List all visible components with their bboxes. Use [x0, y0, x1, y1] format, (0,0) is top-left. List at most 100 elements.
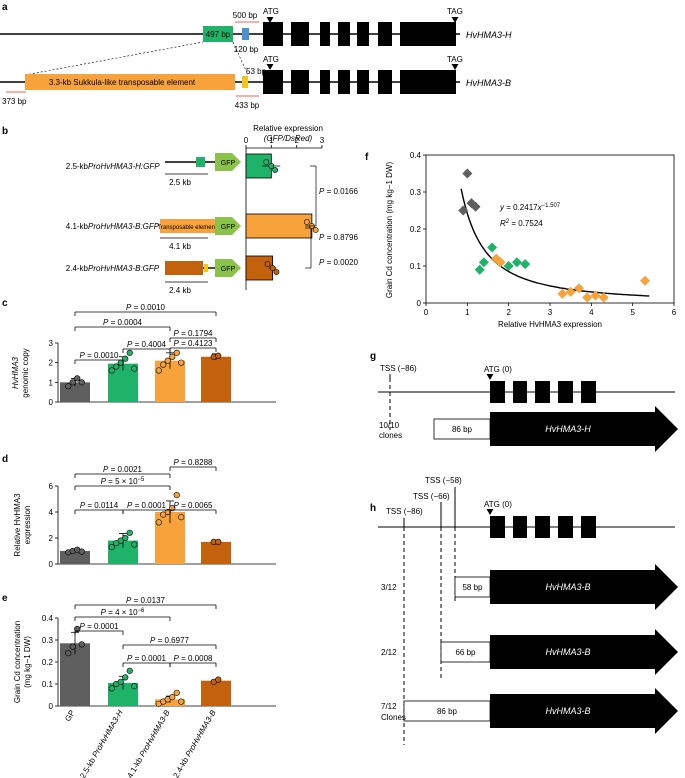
a-h-500-label: 500 bp — [233, 11, 258, 20]
b-point — [303, 219, 310, 225]
c-pval-1: P = 0.0004 — [103, 318, 142, 327]
b-c1-te-label: Transposable element — [157, 225, 216, 231]
a-b-te-label: 3.3-kb Sukkula-like transposable element — [49, 78, 196, 87]
e-point — [122, 674, 129, 681]
e-pval-2: P = 0.0001 — [80, 622, 119, 631]
e-point — [215, 676, 222, 683]
h-gene-label-1: HvHMA3-B — [545, 647, 590, 657]
c-tick-label: 2 — [49, 359, 54, 368]
panel-label-e: e — [2, 593, 8, 604]
d-point — [169, 505, 176, 512]
b-c0-box — [196, 157, 205, 167]
e-point — [131, 683, 138, 690]
d-point — [155, 519, 162, 526]
f-ylabel: Grain Cd concentration (mg kg−1 DW) — [385, 162, 394, 299]
d-tick-label: 0 — [49, 560, 54, 569]
b-point — [269, 265, 276, 271]
a-h-tag: TAG — [447, 7, 463, 16]
c-tick-label: 3 — [49, 339, 54, 348]
b-point — [263, 159, 270, 165]
b-point — [268, 163, 275, 169]
g-clones: 10/10 — [379, 421, 400, 430]
a-h-exon-4 — [357, 22, 369, 46]
c-point — [69, 379, 76, 386]
b-c1-te — [160, 219, 215, 233]
f-point — [557, 288, 568, 299]
a-h-atg: ATG — [263, 7, 279, 16]
d-tick-label: 2 — [49, 534, 54, 543]
f-xtick-label: 3 — [548, 308, 553, 317]
a-b-atg: ATG — [263, 55, 279, 64]
a-h-exon-0 — [263, 22, 283, 46]
a-b-exon-1 — [291, 70, 309, 94]
c-pval-3: P = 0.0010 — [80, 351, 119, 360]
f-point — [458, 205, 469, 216]
b-pval-0: P = 0.0166 — [319, 187, 358, 196]
e-bar-1 — [108, 682, 138, 706]
h-exon-2 — [535, 516, 550, 538]
b-tick-label: 2 — [294, 136, 299, 145]
f-point — [495, 257, 506, 268]
b-c0-gfp-arrow — [215, 153, 241, 171]
c-point — [155, 367, 162, 374]
panel-label-f: f — [365, 152, 369, 163]
e-point — [74, 625, 81, 633]
a-h-exon-5 — [378, 22, 392, 46]
a-b-53-box — [242, 76, 248, 88]
b-bar-1 — [245, 213, 313, 239]
b-c2-box — [165, 261, 203, 275]
c-tick-label: 0 — [49, 398, 54, 407]
e-bar-3 — [201, 680, 231, 706]
g-86bp: 86 bp — [452, 425, 473, 434]
f-xtick-label: 6 — [672, 308, 677, 317]
e-pval-3: P = 0.6977 — [150, 636, 189, 645]
c-pval-5: P = 0.4123 — [174, 339, 213, 348]
c-point — [122, 355, 129, 362]
f-point — [474, 264, 485, 275]
h-frac-1: 2/12 — [381, 648, 397, 657]
d-point — [178, 514, 185, 521]
f-ytick-label: 0.3 — [410, 188, 422, 197]
b-c2-yellow — [204, 264, 208, 272]
a-b-exon-2 — [320, 70, 330, 94]
d-point — [122, 534, 129, 542]
b-row-label-2: 2.4-kb — [66, 264, 89, 273]
d-point — [78, 548, 85, 555]
h-frac-2: 7/12 — [381, 702, 397, 711]
b-pval-1: P = 0.8796 — [319, 233, 358, 242]
h-atg-label: ATG (0) — [484, 500, 512, 509]
g-exon-2 — [535, 381, 550, 403]
a-b-exon-4 — [357, 70, 369, 94]
d-point — [131, 541, 138, 548]
a-h-gene-name: HvHMA3-H — [466, 30, 512, 40]
c-point — [215, 352, 222, 359]
a-b-te-box — [25, 74, 235, 90]
g-gene-label: HvHMA3-H — [545, 424, 591, 434]
a-b-exon-5 — [378, 70, 392, 94]
e-point — [173, 689, 180, 696]
b-axis-sub: (GFP/DsRed) — [264, 134, 313, 143]
a-h-exon-1 — [291, 22, 309, 46]
h-gene-arrow-0 — [490, 564, 678, 610]
c-point — [108, 367, 115, 374]
e-pval-4: P = 0.0001 — [127, 654, 166, 663]
b-row-name-0: ProHvHMA3-H:GFP — [88, 162, 160, 171]
h-gene-label-2: HvHMA3-B — [545, 706, 590, 716]
f-point — [503, 261, 514, 271]
c-point — [169, 353, 176, 360]
h-bp-0: 58 bp — [462, 583, 483, 592]
h-tss58-label: TSS (−58) — [425, 476, 462, 485]
e-xcat-1: 2.5-kb ProHvHMA3-H — [78, 708, 125, 778]
g-atg-label: ATG (0) — [484, 365, 512, 374]
d-pval-1: P = 0.8288 — [174, 458, 213, 467]
d-bar-1 — [108, 540, 138, 564]
a-b-atg-triangle — [266, 64, 274, 70]
a-h-exon-3 — [338, 22, 350, 46]
g-gene-arrow — [490, 406, 678, 452]
h-bp-1: 66 bp — [455, 648, 476, 657]
c-pval-0: P = 0.0010 — [126, 303, 165, 312]
a-b-53-label: 53 bp — [246, 67, 267, 76]
c-point — [113, 363, 120, 370]
e-xcat-3: 2.4-kb ProHvHMA3-B — [171, 708, 218, 778]
a-b-tag-triangle — [451, 64, 459, 70]
